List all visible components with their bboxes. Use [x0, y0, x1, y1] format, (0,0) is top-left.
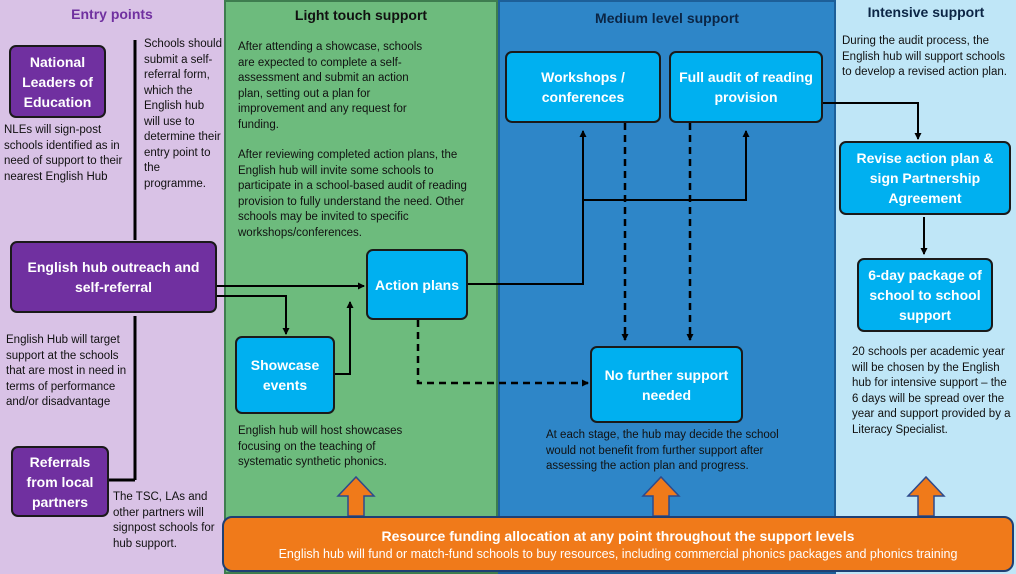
outreach-box: English hub outreach and self-referral — [10, 241, 217, 313]
funding-title: Resource funding allocation at any point… — [381, 528, 855, 544]
arrow-action-to-nofurther — [416, 320, 589, 387]
arrow-action-to-workshops — [468, 130, 587, 285]
schools-selfref-text: Schools should submit a self-referral fo… — [144, 38, 222, 190]
revise-plan-box[interactable]: Revise action plan & sign Partnership Ag… — [839, 141, 1011, 215]
arrow-action-to-audit — [583, 130, 750, 201]
each-stage-text: At each stage, the hub may decide the sc… — [546, 429, 779, 472]
column-title: Light touch support — [294, 7, 428, 23]
arrow-outreach-to-showcase — [217, 295, 290, 335]
column-title: Medium level support — [595, 10, 739, 26]
nles-signpost-text: NLEs will sign-post schools identified a… — [4, 124, 123, 183]
orange-arrow-intensive — [906, 475, 946, 517]
action-plans-box[interactable]: Action plans — [366, 249, 468, 320]
funding-subtitle: English hub will fund or match-fund scho… — [278, 547, 958, 561]
orange-arrow-light — [336, 475, 376, 517]
referrals-box: Referrals from local partners — [11, 446, 109, 517]
showcase-events-box[interactable]: Showcase events — [235, 336, 335, 414]
orange-arrow-medium — [641, 475, 681, 517]
funding-banner: Resource funding allocation at any point… — [222, 516, 1014, 572]
arrow-showcase-to-action — [335, 301, 354, 375]
after-review-text: After reviewing completed action plans, … — [238, 149, 467, 239]
tsc-text: The TSC, LAs and other partners will sig… — [113, 491, 215, 550]
twenty-schools-text: 20 schools per academic year will be cho… — [852, 346, 1011, 436]
six-day-box[interactable]: 6-day package of school to school suppor… — [857, 258, 993, 332]
hub-target-text: English Hub will target support at the s… — [6, 334, 127, 408]
nle-box: National Leaders of Education — [9, 45, 106, 118]
column-title: Entry points — [71, 6, 153, 22]
full-audit-box[interactable]: Full audit of reading provision — [669, 51, 823, 123]
audit-process-text: During the audit process, the English hu… — [842, 35, 1007, 78]
arrow-audit-to-revise — [808, 102, 922, 140]
after-showcase-text: After attending a showcase, schools are … — [238, 41, 423, 131]
workshops-box[interactable]: Workshops / conferences — [505, 51, 661, 123]
column-title: Intensive support — [867, 4, 985, 20]
showcase-desc-text: English hub will host showcases focusing… — [238, 425, 403, 468]
no-further-box[interactable]: No further support needed — [590, 346, 743, 423]
